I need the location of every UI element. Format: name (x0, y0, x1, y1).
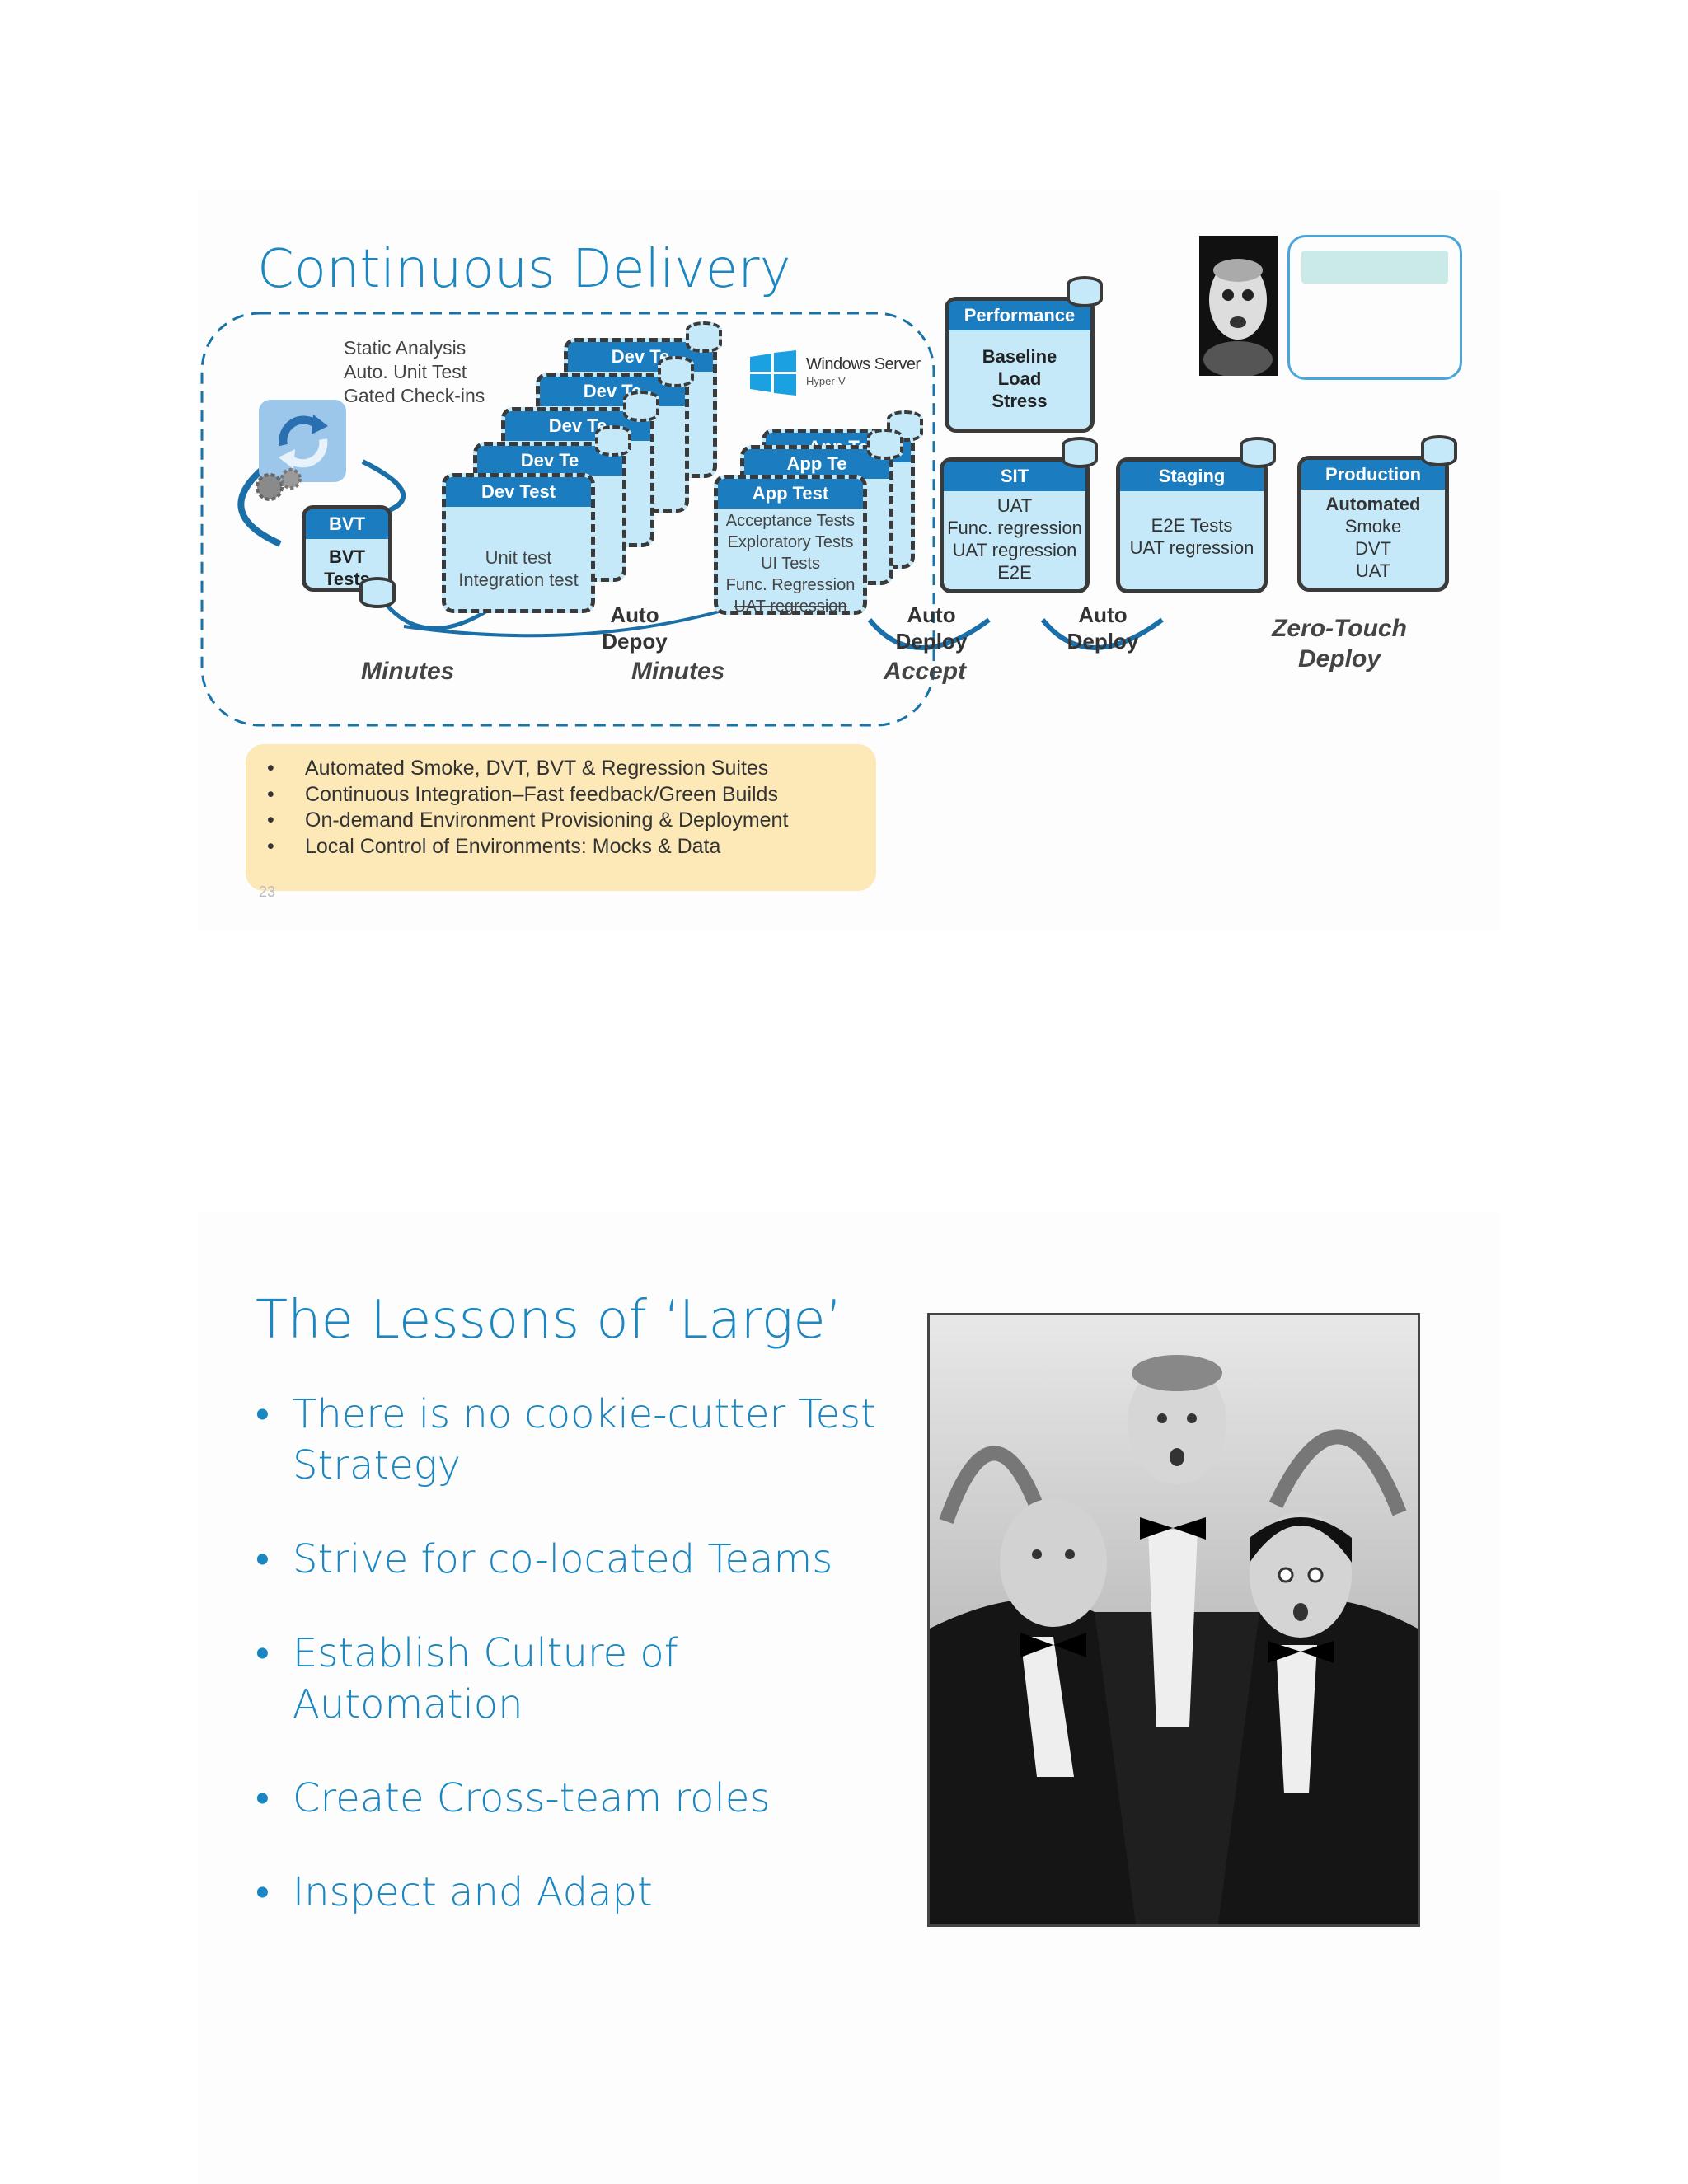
app-test-body-line: Acceptance Tests (725, 512, 856, 530)
auto-deploy-label: Auto Deploy (1062, 602, 1144, 654)
auto-deploy-label: Auto Deploy (890, 602, 973, 654)
production-database-icon (1421, 435, 1457, 466)
production-body-line: DVT (1355, 538, 1391, 559)
auto-label-line: Auto (907, 602, 956, 627)
key-point: Local Control of Environments: Mocks & D… (267, 834, 876, 860)
staging-database-icon (1240, 437, 1276, 468)
dev-test-body-line: Integration test (458, 569, 579, 590)
dev-test-body-line: Unit test (485, 547, 552, 568)
dev-test-database-icon (595, 425, 631, 457)
production-body-line: Smoke (1344, 516, 1402, 537)
production-body-line: UAT (1355, 560, 1391, 581)
dev-test-stage: Dev Test Unit test Integration test (442, 473, 595, 613)
auto-label-line: Deploy (895, 629, 968, 654)
page-number: 23 (259, 883, 276, 900)
dev-test-database-icon (623, 391, 659, 422)
lesson-item: Establish Culture of Automation (256, 1628, 898, 1730)
zero-touch-label: Zero-Touch Deploy (1265, 613, 1414, 674)
sit-stage: SIT UAT Func. regression UAT regression … (940, 457, 1090, 593)
performance-body-line: Load (997, 368, 1042, 389)
performance-body-line: Baseline (982, 346, 1057, 367)
lesson-item: Strive for co-located Teams (256, 1534, 898, 1585)
app-test-body-line: UAT regression (734, 598, 847, 616)
dev-test-header: Dev Test (446, 477, 591, 507)
cycle-arrow-right (361, 459, 406, 513)
bvt-body-line: BVT (329, 546, 365, 567)
sync-icon (259, 400, 346, 482)
key-points-box: Automated Smoke, DVT, BVT & Regression S… (246, 744, 876, 891)
performance-body-line: Stress (992, 391, 1048, 411)
performance-header: Performance (949, 301, 1090, 330)
lessons-list: There is no cookie-cutter Test Strategy … (256, 1389, 898, 1961)
app-test-body-line: Func. Regression (725, 576, 856, 594)
staging-stage: Staging E2E Tests UAT regression (1116, 457, 1268, 593)
auto-label-line: Auto (610, 602, 659, 627)
staging-header: Staging (1120, 462, 1264, 491)
key-point: Continuous Integration–Fast feedback/Gre… (267, 782, 876, 808)
production-body-line: Automated (1325, 494, 1421, 514)
sit-body-line: UAT (996, 495, 1033, 516)
time-label: Accept (884, 658, 967, 685)
flow-arrow-2 (403, 608, 726, 638)
key-point: Automated Smoke, DVT, BVT & Regression S… (267, 756, 876, 782)
gears-icon (251, 466, 309, 503)
app-test-stack-header: App Te (744, 449, 889, 479)
slide2-title: The Lessons of ‘Large’ (256, 1290, 842, 1351)
time-label: Minutes (631, 658, 725, 685)
zero-touch-line: Deploy (1297, 645, 1381, 673)
bvt-database-icon (359, 577, 396, 608)
lesson-item: Inspect and Adapt (256, 1867, 898, 1918)
app-test-header: App Test (718, 479, 863, 509)
portrait-photo (1199, 236, 1278, 377)
dev-test-database-icon (658, 356, 694, 387)
sit-database-icon (1062, 437, 1098, 468)
auto-deploy-label: Auto Depoy (593, 602, 676, 654)
windows-logo-subtext: Hyper-V (806, 375, 846, 387)
slide1-title: Continuous Delivery (257, 239, 791, 300)
auto-label-line: Auto (1078, 602, 1128, 627)
sit-body-line: Func. regression (947, 518, 1082, 538)
auto-label-line: Depoy (602, 629, 668, 654)
static-analysis-line: Static Analysis (344, 337, 467, 359)
production-header: Production (1301, 460, 1445, 490)
sit-body-line: UAT regression (952, 540, 1077, 560)
callout-box (1287, 235, 1462, 380)
production-stage: Production Automated Smoke DVT UAT (1297, 456, 1449, 592)
diagram-overlay (200, 312, 1164, 727)
staging-body-line: E2E Tests (1151, 515, 1233, 536)
time-label: Minutes (361, 658, 455, 685)
flow-arrow-1 (386, 603, 496, 630)
flow-arrow-4 (1040, 617, 1164, 650)
app-test-stage: App Test Acceptance Tests Exploratory Te… (714, 475, 867, 616)
performance-stage: Performance Baseline Load Stress (945, 297, 1095, 433)
performance-database-icon (1067, 276, 1103, 307)
static-analysis-line: Gated Check-ins (344, 385, 485, 406)
dev-test-database-icon (686, 321, 722, 353)
bvt-stage: BVT BVT Tests (302, 505, 392, 592)
static-analysis-list: Static Analysis Auto. Unit Test Gated Ch… (344, 336, 485, 408)
flow-arrow-3 (867, 617, 991, 650)
staging-body-line: UAT regression (1129, 537, 1254, 558)
group-photo (927, 1313, 1420, 1927)
sit-body-line: E2E (997, 562, 1032, 583)
dev-test-stack-header: Dev Te (477, 446, 622, 476)
windows-server-logo: Windows Server Hyper-V (750, 350, 923, 396)
app-test-body-line: Exploratory Tests (727, 533, 854, 551)
bvt-header: BVT (306, 509, 388, 539)
windows-logo-text: Windows Server (806, 355, 921, 373)
lesson-item: Create Cross-team roles (256, 1773, 898, 1824)
auto-label-line: Deploy (1067, 629, 1139, 654)
callout-highlight (1301, 251, 1448, 284)
lesson-item: There is no cookie-cutter Test Strategy (256, 1389, 898, 1491)
ci-boundary (200, 312, 935, 727)
app-test-body-line: UI Tests (761, 555, 820, 573)
app-test-database-icon (867, 429, 903, 460)
sit-header: SIT (944, 462, 1085, 491)
key-point: On-demand Environment Provisioning & Dep… (267, 808, 876, 834)
static-analysis-line: Auto. Unit Test (344, 361, 467, 382)
zero-touch-line: Zero-Touch (1272, 615, 1407, 642)
